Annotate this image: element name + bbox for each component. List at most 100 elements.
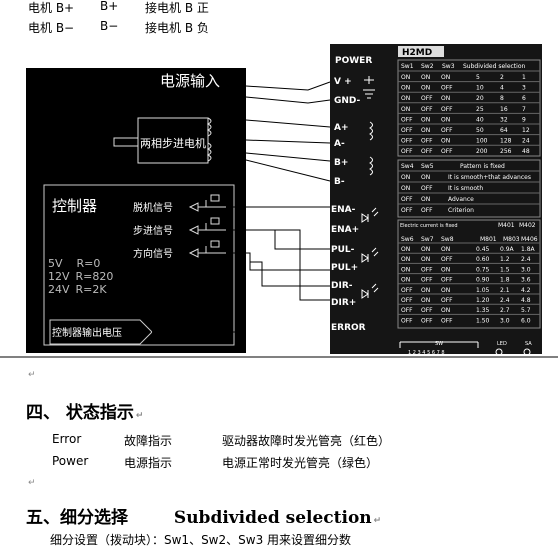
current-cell: OFF	[441, 317, 453, 324]
pattern-cell: OFF	[421, 207, 433, 214]
subdivision-cell: OFF	[401, 116, 413, 123]
controller-title: 控制器	[52, 197, 97, 215]
svg-text:ENA+: ENA+	[331, 225, 359, 235]
svg-text:M801: M801	[480, 236, 497, 243]
pattern-cell: ON	[401, 185, 410, 192]
subdivision-cell: ON	[401, 106, 410, 113]
table-current: Electric current is fixed M401 M402 M406…	[397, 219, 541, 329]
svg-text:DIR-: DIR-	[331, 281, 353, 291]
status-row-power: Power 电源指示 电源正常时发光管亮（绿色）	[52, 454, 379, 470]
subdivision-cell: 200	[476, 148, 488, 155]
current-cell: OFF	[421, 307, 433, 314]
current-cell: 1.8	[500, 277, 510, 284]
current-cell: 1.2	[500, 256, 510, 263]
svg-text:B-: B-	[334, 177, 345, 187]
svg-text:DIR+: DIR+	[331, 298, 356, 308]
subdivision-cell: 5	[476, 74, 480, 81]
paragraph-mark: ↵	[28, 370, 36, 380]
subdivision-cell: OFF	[441, 127, 453, 134]
signal-disable: 脱机信号	[133, 201, 173, 214]
current-cell: ON	[401, 277, 410, 284]
current-cell: ON	[441, 246, 450, 253]
signal-direction: 方向信号	[133, 247, 173, 260]
subdivision-cell: 25	[476, 106, 484, 113]
subdivision-cell: 9	[522, 116, 526, 123]
pattern-cell: It is smooth	[448, 185, 483, 192]
driver-panel	[330, 44, 542, 354]
subdivision-cell: OFF	[421, 95, 433, 102]
current-cell: 2.4	[521, 256, 531, 263]
subdivision-cell: OFF	[401, 138, 413, 145]
subdivision-cell: 128	[500, 138, 512, 145]
section5-title: 五、细分选择 Subdivided selection↵	[26, 508, 382, 528]
motor-shaft	[113, 137, 139, 147]
svg-text:B+: B+	[334, 158, 348, 168]
subdivision-cell: 24	[522, 138, 530, 145]
subdivision-cell: 16	[500, 106, 508, 113]
status-row-error: Error 故障指示 驱动器故障时发光管亮（红色）	[52, 432, 391, 448]
terminal-symbols	[361, 76, 379, 299]
power-input-label: 电源输入	[160, 72, 220, 90]
svg-text:Subdivided selection: Subdivided selection	[463, 63, 525, 70]
current-cell: 1.8A	[521, 246, 536, 253]
pattern-cell: ON	[421, 174, 430, 181]
signal-step: 步进信号	[133, 225, 173, 237]
subdivision-cell: 100	[476, 138, 488, 145]
current-cell: 0.9A	[500, 246, 515, 253]
terminal-labels: V + GND- A+ A- B+ B- ENA- ENA+ PUL- PUL+…	[331, 77, 366, 333]
current-cell: 3.6	[521, 277, 531, 284]
current-cell: OFF	[401, 287, 413, 294]
subdivision-cell: ON	[441, 95, 450, 102]
current-cell: ON	[441, 307, 450, 314]
current-cell: ON	[421, 256, 430, 263]
current-cell: 1.35	[476, 307, 490, 314]
pattern-cell: ON	[401, 174, 410, 181]
svg-text:Electric current is fixed: Electric current is fixed	[400, 223, 458, 229]
pattern-cell: Criterion	[448, 207, 474, 214]
subdivision-cell: ON	[441, 74, 450, 81]
current-cell: ON	[441, 266, 450, 273]
subdivision-cell: 256	[500, 148, 512, 155]
current-cell: 6.0	[521, 317, 531, 324]
svg-text:M406: M406	[521, 236, 538, 243]
paragraph-mark-2: ↵	[28, 478, 36, 488]
svg-text:A+: A+	[334, 123, 349, 133]
subdivision-cell: 10	[476, 85, 484, 92]
controller-panel	[26, 68, 246, 353]
current-cell: 1.5	[500, 266, 510, 273]
subdivision-cell: 20	[476, 95, 484, 102]
current-cell: OFF	[401, 307, 413, 314]
current-cell: OFF	[441, 256, 453, 263]
pattern-cell: OFF	[421, 185, 433, 192]
current-cell: ON	[401, 266, 410, 273]
svg-text:PUL-: PUL-	[331, 245, 355, 255]
current-cell: ON	[421, 246, 430, 253]
svg-text:GND-: GND-	[334, 96, 361, 106]
current-cell: 0.75	[476, 266, 490, 273]
subdivision-cell: OFF	[441, 148, 453, 155]
current-cell: OFF	[441, 297, 453, 304]
current-cell: 3.0	[500, 317, 510, 324]
subdivision-cell: 12	[522, 127, 530, 134]
current-cell: 1.50	[476, 317, 490, 324]
top-line-2: 电机 B− B− 接电机 B 负	[28, 19, 209, 35]
subdivision-cell: 32	[500, 116, 508, 123]
subdivision-cell: ON	[421, 116, 430, 123]
subdivision-cell: 4	[500, 85, 504, 92]
controller-box	[43, 184, 235, 346]
switch-strip: SW 1 2 3 4 5 6 7 8 LED SA	[399, 341, 532, 356]
current-cell: OFF	[421, 317, 433, 324]
svg-text:PUL+: PUL+	[331, 263, 358, 273]
terminal-power: POWER	[335, 56, 372, 66]
svg-text:M803: M803	[503, 236, 520, 243]
subdivision-cell: OFF	[401, 148, 413, 155]
current-cell: ON	[421, 287, 430, 294]
subdivision-cell: ON	[421, 74, 430, 81]
svg-text:Sw3: Sw3	[442, 63, 455, 70]
current-cell: 0.45	[476, 246, 490, 253]
current-cell: 2.4	[500, 297, 510, 304]
subdivision-cell: OFF	[421, 148, 433, 155]
svg-text:A-: A-	[334, 139, 345, 149]
